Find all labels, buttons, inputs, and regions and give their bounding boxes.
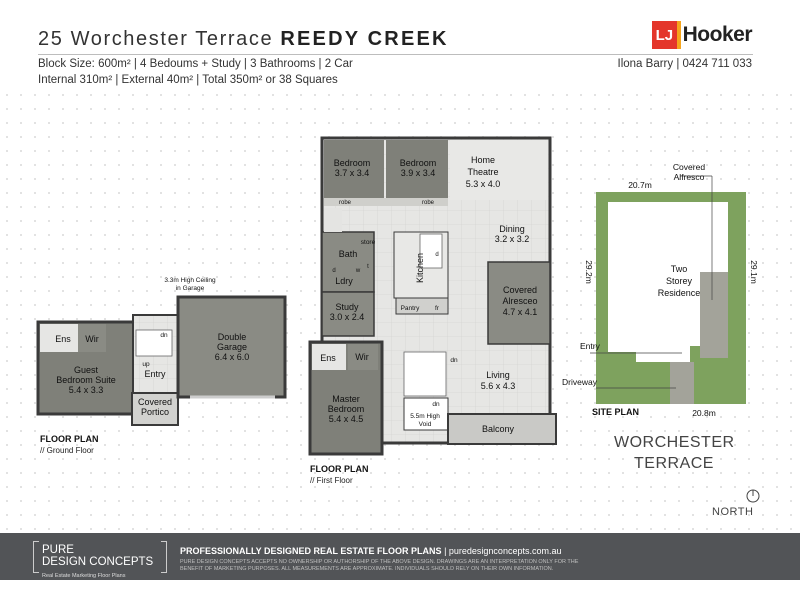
logo-mark: LJ bbox=[652, 21, 681, 49]
balcony-area bbox=[447, 413, 557, 445]
brand-bracket-left bbox=[33, 541, 39, 573]
site-entry-label: Entry bbox=[580, 341, 601, 351]
powder-room bbox=[324, 208, 342, 232]
first-floor-plan bbox=[308, 136, 557, 456]
ens-room bbox=[40, 324, 78, 352]
first-floor-sublabel: // First Floor bbox=[310, 476, 353, 485]
site-top-dim: 20.7m bbox=[628, 180, 652, 190]
property-summary: Block Size: 600m² | 4 Bedoums + Study | … bbox=[38, 58, 353, 70]
agent-contact: Ilona Barry | 0424 711 033 bbox=[617, 58, 752, 70]
kitchen-island bbox=[419, 233, 443, 269]
ground-floor-label: FLOOR PLAN bbox=[40, 434, 99, 444]
site-plan bbox=[590, 175, 746, 404]
brand-line-3: Real Estate Marketing Floor Plans bbox=[42, 573, 126, 579]
tub-label: t bbox=[367, 264, 369, 270]
stair-dn-label: dn bbox=[160, 332, 168, 339]
property-address: 25 Worchester Terrace REEDY CREEK bbox=[38, 28, 449, 50]
ground-stairs bbox=[135, 329, 173, 357]
entry-label: Entry bbox=[144, 369, 166, 379]
wir-2-label: Wir bbox=[355, 352, 369, 362]
dryer-label: d bbox=[332, 268, 335, 274]
brand-line-1: PURE bbox=[42, 544, 74, 556]
stair-dn-1-label: dn bbox=[450, 357, 458, 364]
kitchen-label: Kitchen bbox=[415, 253, 425, 283]
wir-room bbox=[78, 324, 106, 352]
fridge-label: fr bbox=[435, 305, 440, 312]
brand-block: PURE DESIGN CONCEPTS Real Estate Marketi… bbox=[42, 544, 153, 582]
store-label: store bbox=[361, 239, 376, 246]
alfresco-area bbox=[487, 261, 551, 345]
site-right-dim: 29.1m bbox=[749, 260, 759, 284]
footer-disclaimer: PURE DESIGN CONCEPTS ACCEPTS NO OWNERSHI… bbox=[180, 559, 579, 572]
ground-floor-sublabel: // Ground Floor bbox=[40, 446, 94, 455]
alfresco-footprint bbox=[700, 272, 728, 358]
theatre-room bbox=[450, 140, 548, 200]
site-plan-label: SITE PLAN bbox=[592, 407, 640, 417]
driveway-path bbox=[670, 362, 694, 404]
ens-2-room bbox=[312, 344, 346, 370]
dishwasher-label: d bbox=[435, 252, 438, 258]
brand-bracket-right bbox=[161, 541, 167, 573]
stair-up-label: up bbox=[142, 361, 150, 368]
portico-room bbox=[131, 392, 179, 426]
wir-label: Wir bbox=[85, 334, 99, 344]
site-driveway-label: Driveway bbox=[562, 377, 598, 387]
balcony-label: Balcony bbox=[482, 424, 515, 434]
ground-floor-plan bbox=[36, 295, 287, 426]
bedroom-2-room bbox=[386, 140, 448, 198]
pantry-label: Pantry bbox=[401, 305, 421, 312]
footer-tagline: PROFESSIONALLY DESIGNED REAL ESTATE FLOO… bbox=[180, 546, 562, 556]
stair-dn-2-label: dn bbox=[432, 401, 440, 408]
ens-2-label: Ens bbox=[320, 353, 336, 363]
washer-label: w bbox=[355, 268, 361, 274]
bedroom-1-room bbox=[324, 140, 384, 198]
robe-1-label: robe bbox=[339, 200, 352, 206]
footer-bar bbox=[0, 533, 800, 580]
ens-label: Ens bbox=[55, 334, 71, 344]
header-divider bbox=[38, 54, 753, 55]
pantry-room bbox=[395, 297, 449, 315]
north-label: NORTH bbox=[712, 506, 754, 518]
robe-2-label: robe bbox=[422, 200, 435, 206]
residence-footprint bbox=[608, 202, 728, 362]
robe-strip bbox=[324, 198, 448, 206]
site-left-dim: 29.2m bbox=[584, 260, 594, 284]
logo-text: Hooker bbox=[682, 23, 753, 46]
wir-2-room bbox=[348, 344, 378, 370]
study-room bbox=[321, 291, 375, 337]
brand-line-2: DESIGN CONCEPTS bbox=[42, 556, 154, 568]
site-bottom-dim: 20.8m bbox=[692, 408, 716, 418]
void-area bbox=[403, 397, 449, 431]
bath-label: Bath bbox=[339, 249, 358, 259]
first-floor-label: FLOOR PLAN bbox=[310, 464, 369, 474]
area-summary: Internal 310m² | External 40m² | Total 3… bbox=[38, 74, 338, 86]
first-floor-stairs bbox=[403, 351, 447, 397]
laundry-label: Ldry bbox=[335, 276, 353, 286]
lj-hooker-logo: LJ Hooker bbox=[652, 21, 753, 49]
